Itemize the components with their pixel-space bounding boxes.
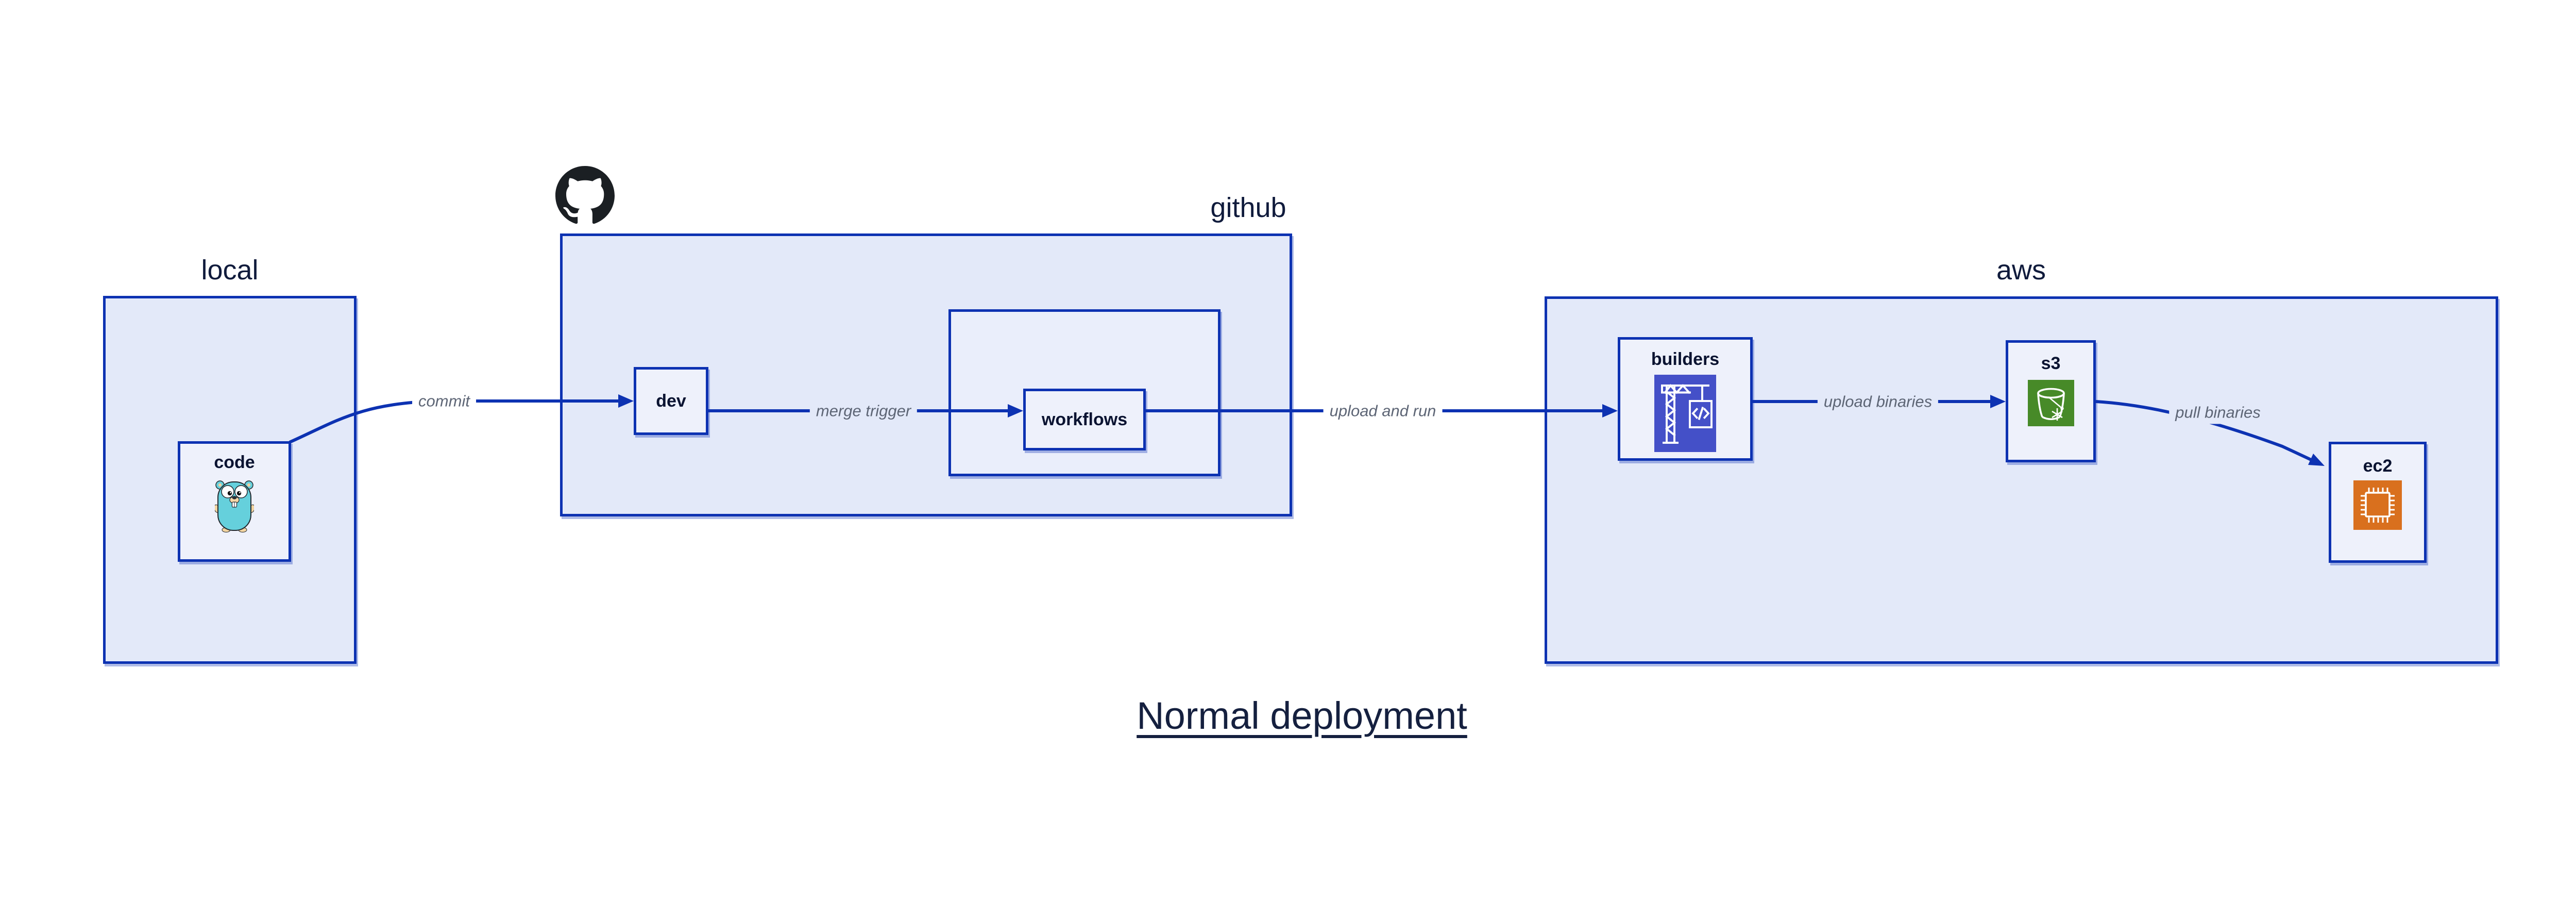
node-code-label: code xyxy=(214,453,255,472)
edge-merge-trigger-label: merge trigger xyxy=(809,399,918,423)
cluster-aws-label: aws xyxy=(1996,255,2046,286)
diagram-title: Normal deployment xyxy=(1137,694,1467,737)
node-code: code xyxy=(178,441,291,562)
node-workflows-label: workflows xyxy=(1041,410,1128,429)
node-ec2: ec2 xyxy=(2329,442,2427,563)
node-s3-label: s3 xyxy=(2041,354,2061,373)
edge-pull-binaries-label: pull binaries xyxy=(2169,400,2267,424)
cluster-github-label: github xyxy=(1210,192,1286,223)
node-dev-label: dev xyxy=(656,391,686,411)
node-dev: dev xyxy=(634,367,708,435)
node-workflows: workflows xyxy=(1023,389,1146,450)
edge-upload-binaries-label: upload binaries xyxy=(1817,390,1939,413)
aws-codebuild-crane-icon xyxy=(1654,375,1716,452)
node-builders: builders xyxy=(1618,337,1753,461)
cluster-local-label: local xyxy=(201,255,259,286)
github-octocat-icon xyxy=(555,166,615,224)
edge-commit-label: commit xyxy=(412,389,476,413)
aws-s3-bucket-icon xyxy=(2027,380,2074,426)
node-s3: s3 xyxy=(2006,340,2096,462)
node-ec2-label: ec2 xyxy=(2363,456,2393,476)
go-gopher-icon xyxy=(215,480,254,532)
aws-ec2-chip-icon xyxy=(2353,480,2402,530)
node-builders-label: builders xyxy=(1651,349,1720,369)
edge-upload-and-run-label: upload and run xyxy=(1323,399,1443,423)
